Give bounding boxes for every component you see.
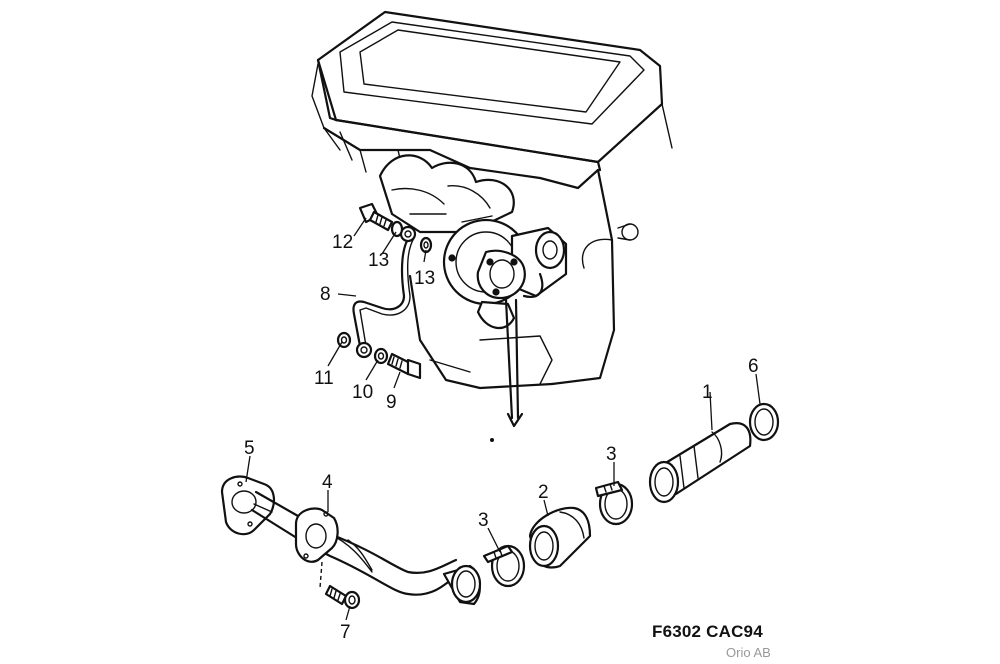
banjo-bolt-12 [358, 202, 394, 232]
callout-2: 2 [538, 482, 549, 503]
intermediate-pipe-1 [648, 422, 752, 504]
bolt-7 [324, 584, 361, 610]
callout-4: 4 [322, 472, 333, 493]
washer-13a [390, 220, 404, 238]
callout-3b: 3 [606, 444, 617, 465]
callout-numbers: 12 13 13 8 11 10 9 5 4 7 3 2 3 1 6 [244, 232, 759, 643]
sleeve-2 [528, 506, 592, 569]
engine-block [311, 10, 673, 443]
flange-gasket-5 [220, 475, 276, 536]
front-exhaust-pipe [250, 490, 482, 606]
flange-gasket-4 [294, 507, 339, 563]
clamp-3a [482, 544, 526, 588]
callout-7: 7 [340, 622, 351, 643]
clamp-3b [594, 480, 634, 526]
washer-10 [373, 347, 389, 365]
seal-ring-6 [748, 402, 780, 442]
drawing-code: F6302 CAC94 [652, 622, 763, 641]
callout-6: 6 [748, 356, 759, 377]
callout-8: 8 [320, 284, 331, 305]
washer-13b [419, 236, 433, 254]
callout-11: 11 [314, 368, 334, 389]
oil-feed-pipe [352, 225, 417, 359]
brand-label: Orio AB [726, 645, 771, 660]
callout-3a: 3 [478, 510, 489, 531]
callout-leaders [245, 217, 761, 621]
banjo-bolt-9 [386, 352, 422, 380]
callout-1: 1 [702, 382, 713, 403]
callout-13b: 13 [414, 268, 435, 289]
callout-12: 12 [332, 232, 353, 253]
callout-9: 9 [386, 392, 397, 413]
callout-5: 5 [244, 438, 255, 459]
callout-13a: 13 [368, 250, 389, 271]
callout-10: 10 [352, 382, 373, 403]
